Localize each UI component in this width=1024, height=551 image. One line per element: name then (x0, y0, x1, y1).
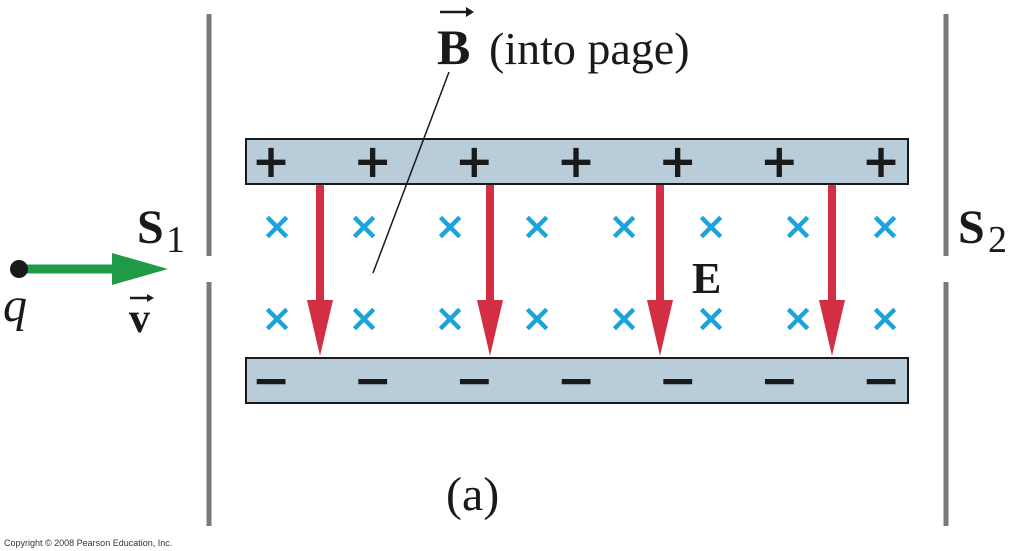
e-field-arrow (819, 185, 845, 356)
b-field-cross: × (521, 204, 553, 248)
negative-charge-sign: − (658, 353, 697, 407)
slit-2-label: S 2 (958, 201, 1007, 261)
negative-plate (245, 357, 909, 404)
positive-charge-sign: + (557, 134, 596, 188)
positive-charge-sign: + (455, 134, 494, 188)
e-field-arrowhead (477, 300, 503, 356)
b-field-label: B (into page) (437, 7, 690, 75)
positive-charge-sign: + (760, 134, 799, 188)
b-field-cross: × (869, 296, 901, 340)
positive-charge-sign: + (353, 134, 392, 188)
b-field-cross: × (782, 204, 814, 248)
velocity-symbol: v (129, 296, 150, 342)
panel-label: (a) (446, 468, 499, 521)
b-field-cross: × (348, 296, 380, 340)
velocity-arrowhead (112, 253, 168, 285)
e-field-arrow (307, 185, 333, 356)
b-field-cross: × (261, 204, 293, 248)
b-field-cross: × (608, 296, 640, 340)
charge-label: q (3, 279, 27, 332)
negative-charge-sign: − (557, 353, 596, 407)
b-field-cross: × (695, 296, 727, 340)
e-field-arrowhead (647, 300, 673, 356)
negative-charge-sign: − (760, 353, 799, 407)
b-label-leader-line (372, 71, 450, 274)
b-field-cross: × (869, 204, 901, 248)
b-field-cross: × (434, 296, 466, 340)
negative-charge-sign: − (252, 353, 291, 407)
e-field-arrowhead (307, 300, 333, 356)
b-field-cross: × (434, 204, 466, 248)
b-field-cross: × (782, 296, 814, 340)
slit-1-subscript: 1 (166, 219, 185, 261)
velocity-label: v (129, 294, 154, 342)
e-field-arrow (477, 185, 503, 356)
b-field-description: (into page) (489, 23, 690, 74)
positive-plate-signs: + + + + + + + (252, 134, 901, 188)
b-field-cross: × (608, 204, 640, 248)
e-field-arrow (647, 185, 673, 356)
negative-charge-sign: − (353, 353, 392, 407)
negative-plate-signs: −−−−−−− (252, 353, 901, 407)
b-field-cross: × (695, 204, 727, 248)
slit-2-subscript: 2 (988, 219, 1007, 261)
electric-field-arrows (307, 185, 845, 356)
slit-1-letter: S (137, 201, 164, 254)
slit-1-label: S 1 (137, 201, 185, 261)
b-field-cross: × (521, 296, 553, 340)
negative-charge-sign: − (862, 353, 901, 407)
charge-particle-dot (10, 260, 28, 278)
v-vector-arrowhead (147, 294, 154, 302)
positive-charge-sign: + (862, 134, 901, 188)
negative-charge-sign: − (455, 353, 494, 407)
positive-charge-sign: + (658, 134, 697, 188)
copyright-notice: Copyright © 2008 Pearson Education, Inc. (4, 538, 172, 548)
b-field-cross: × (348, 204, 380, 248)
e-field-label: E (692, 254, 721, 303)
b-field-symbol: B (437, 19, 470, 75)
b-field-cross: × (261, 296, 293, 340)
positive-plate (245, 138, 909, 185)
e-field-arrowhead (819, 300, 845, 356)
positive-charge-sign: + (252, 134, 291, 188)
slit-2-letter: S (958, 201, 985, 254)
b-vector-arrowhead (466, 7, 474, 17)
charge-particle-group: q (3, 253, 168, 332)
magnetic-field-marks: × × × × × × × × × × × × × × × × (261, 204, 901, 340)
